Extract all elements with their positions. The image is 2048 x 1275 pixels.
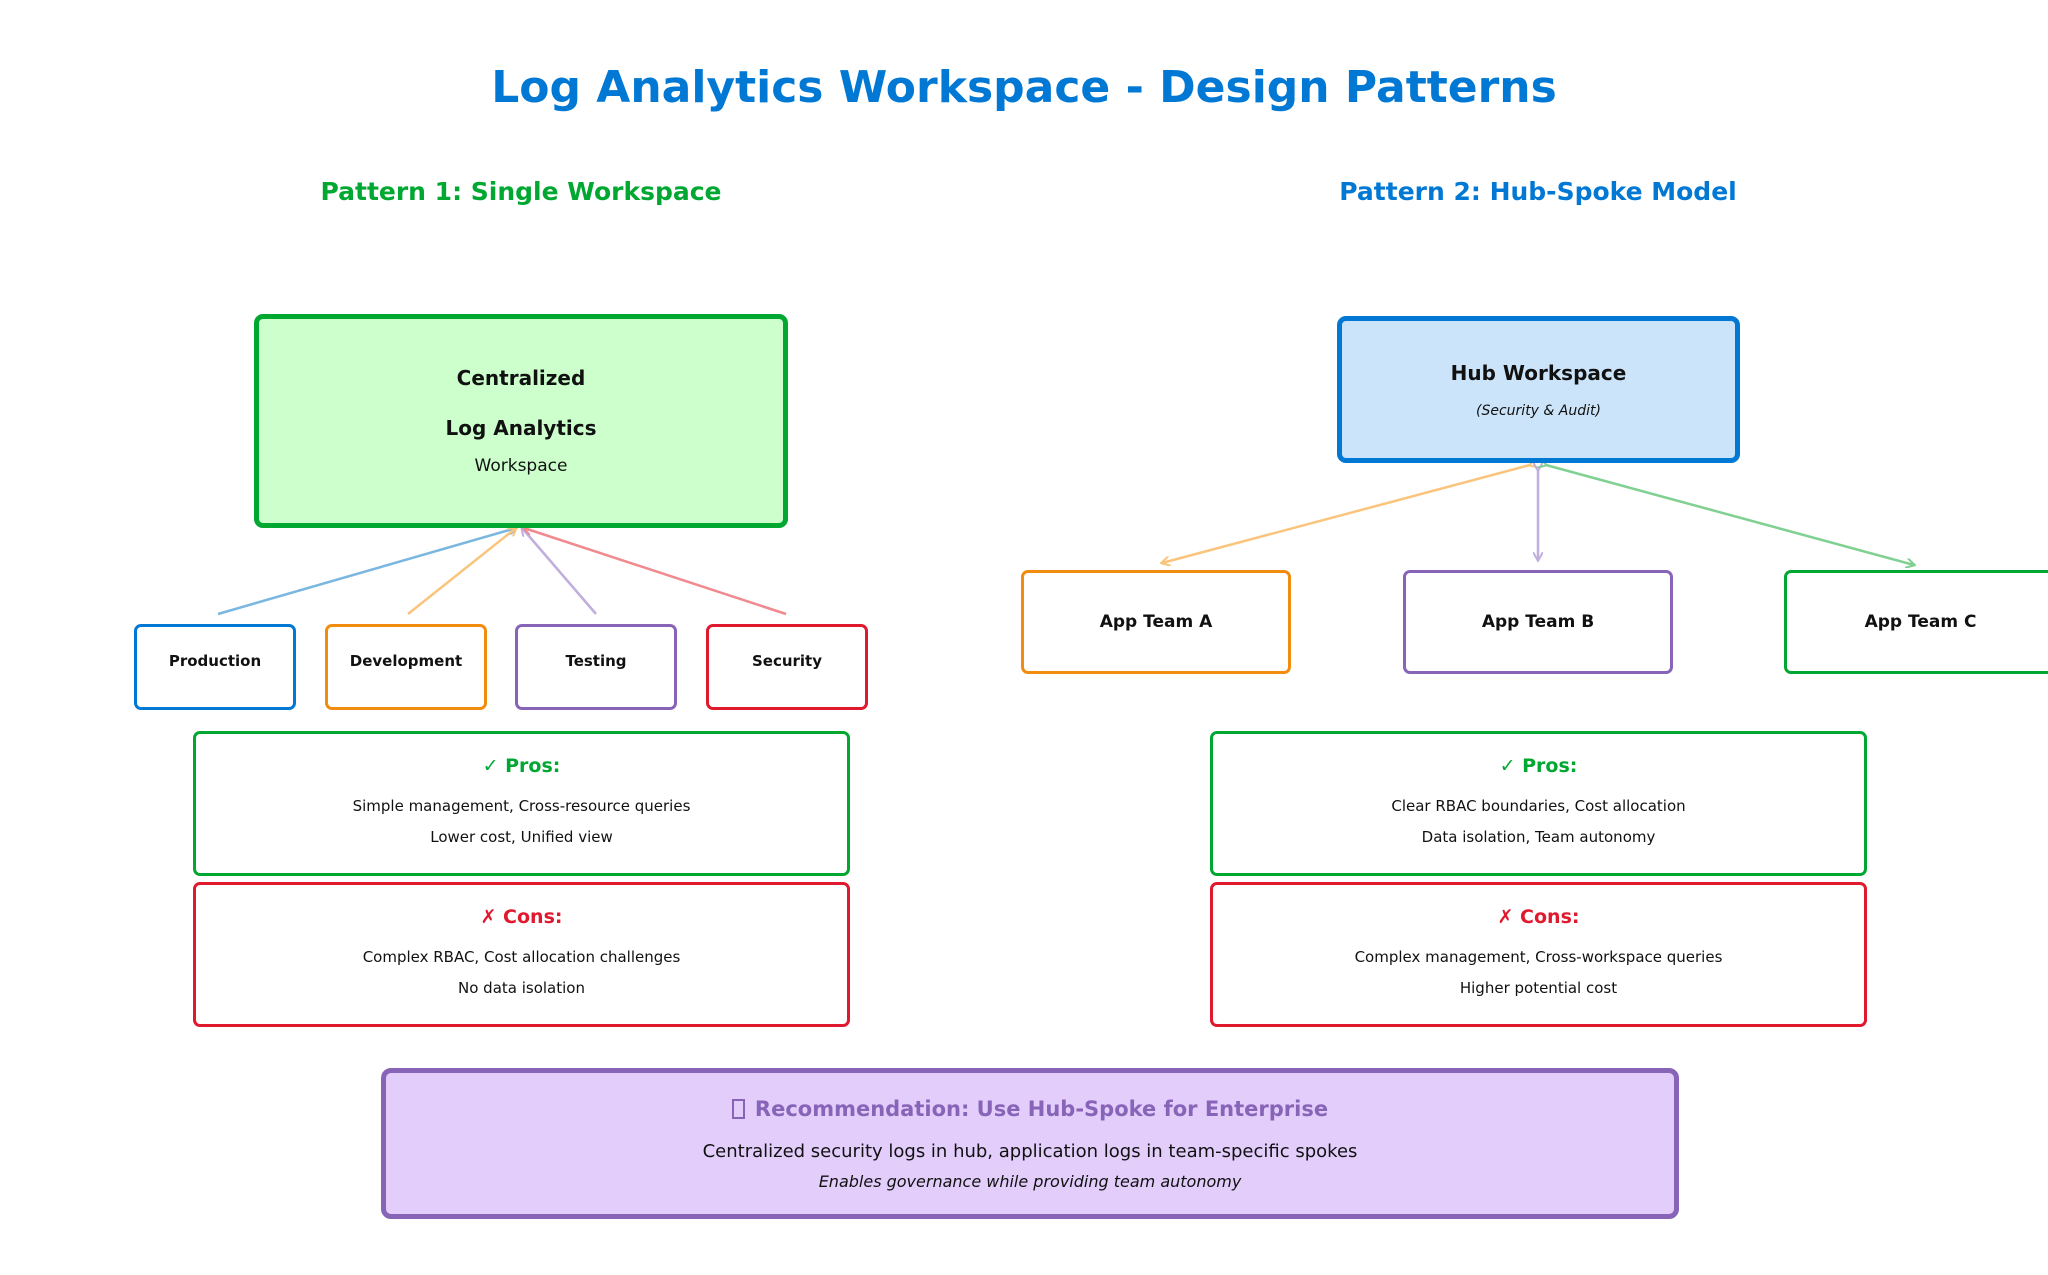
pattern2-pros-heading: ✓ Pros: [1499, 754, 1578, 777]
team-c-label: App Team C [1864, 612, 1977, 632]
source-development-label: Development [349, 652, 463, 670]
hub-workspace-box: Hub Workspace (Security & Audit) [1337, 316, 1740, 463]
pattern1-pros-line1: Simple management, Cross-resource querie… [352, 796, 691, 815]
pattern1-cons-line2: No data isolation [458, 978, 585, 997]
central-workspace-box: Centralized Log Analytics Workspace [254, 314, 788, 528]
pattern2-pros-line2: Data isolation, Team autonomy [1421, 827, 1656, 846]
source-security: Security [706, 624, 868, 710]
pattern1-cons-line1: Complex RBAC, Cost allocation challenges [362, 947, 681, 966]
recommendation-line2: Enables governance while providing team … [818, 1171, 1242, 1191]
recommendation-line1: Centralized security logs in hub, applic… [702, 1140, 1358, 1162]
source-security-label: Security [751, 652, 823, 670]
central-line3: Workspace [474, 456, 568, 476]
recommendation-heading-row: Recommendation: Use Hub-Spoke for Enterp… [731, 1096, 1329, 1121]
arrow-production [217, 528, 516, 616]
central-line1: Centralized [456, 366, 586, 390]
team-a-label: App Team A [1099, 612, 1213, 632]
lightbulb-icon [731, 1098, 745, 1119]
pattern2-cons-line2: Higher potential cost [1459, 978, 1618, 997]
recommendation-heading: Recommendation: Use Hub-Spoke for Enterp… [754, 1096, 1329, 1121]
pattern2-pros-line1: Clear RBAC boundaries, Cost allocation [1391, 796, 1686, 815]
arrow-team-a [1162, 465, 1530, 563]
pattern2-cons-box: ✗ Cons: Complex management, Cross-worksp… [1210, 882, 1867, 1027]
pattern1-pros-box: ✓ Pros: Simple management, Cross-resourc… [193, 731, 850, 876]
arrow-team-c [1546, 465, 1914, 565]
pattern1-title: Pattern 1: Single Workspace [320, 177, 722, 206]
team-a-box: App Team A [1021, 570, 1291, 674]
diagram-title: Log Analytics Workspace - Design Pattern… [491, 62, 1557, 113]
pattern1-pros-heading: ✓ Pros: [482, 754, 561, 777]
recommendation-box: Recommendation: Use Hub-Spoke for Enterp… [381, 1068, 1679, 1219]
arrow-development [407, 528, 516, 615]
hub-title: Hub Workspace [1450, 360, 1627, 385]
central-line2: Log Analytics [445, 416, 597, 440]
pattern2-cons-line1: Complex management, Cross-workspace quer… [1354, 947, 1723, 966]
team-c-box: App Team C [1784, 570, 2048, 674]
hub-subtitle: (Security & Audit) [1476, 402, 1601, 419]
source-production: Production [134, 624, 296, 710]
source-development: Development [325, 624, 487, 710]
source-production-label: Production [168, 652, 262, 670]
pattern2-title: Pattern 2: Hub-Spoke Model [1339, 177, 1737, 206]
arrow-testing [522, 528, 597, 615]
team-b-box: App Team B [1403, 570, 1673, 674]
source-testing: Testing [515, 624, 677, 710]
pattern2-pros-box: ✓ Pros: Clear RBAC boundaries, Cost allo… [1210, 731, 1867, 876]
team-b-label: App Team B [1481, 612, 1595, 632]
pattern2-cons-heading: ✗ Cons: [1497, 905, 1580, 928]
pattern1-cons-heading: ✗ Cons: [480, 905, 563, 928]
source-testing-label: Testing [565, 652, 627, 670]
pattern1-pros-line2: Lower cost, Unified view [430, 827, 613, 846]
arrow-security [524, 528, 787, 616]
pattern1-cons-box: ✗ Cons: Complex RBAC, Cost allocation ch… [193, 882, 850, 1027]
